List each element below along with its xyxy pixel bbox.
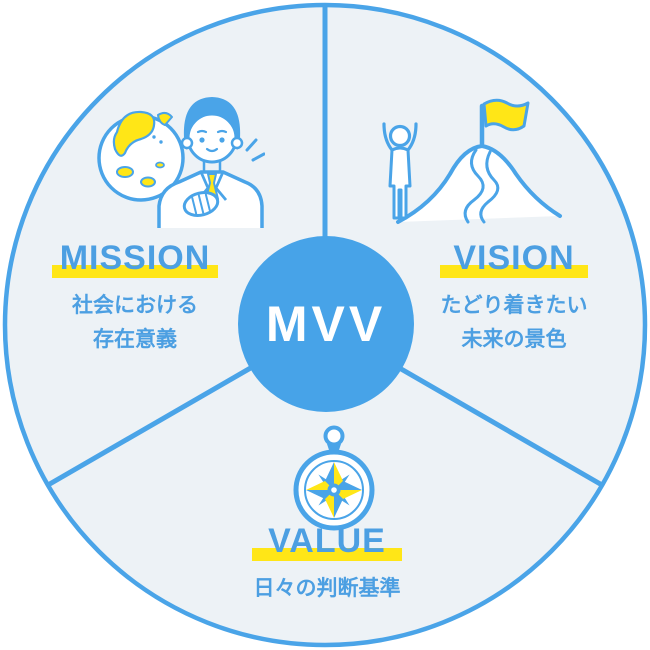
mvv-center-badge: MVV: [238, 236, 414, 412]
mission-title: MISSION: [59, 239, 211, 277]
sector-vision: VISION たどり着きたい 未来の景色: [414, 240, 614, 357]
value-description: 日々の判断基準: [253, 577, 401, 600]
mission-description: 社会における 存在意義: [72, 294, 198, 351]
value-highlight-bar: [252, 548, 402, 561]
vision-highlight-bar: [440, 265, 588, 278]
sector-mission: MISSION 社会における 存在意義: [35, 240, 235, 357]
mvv-label: MVV: [265, 296, 387, 352]
vision-description: たどり着きたい 未来の景色: [440, 294, 588, 351]
sector-value: VALUE 日々の判断基準: [227, 523, 427, 606]
value-title: VALUE: [268, 522, 386, 560]
globe-person-icon: [97, 97, 265, 228]
vision-title: VISION: [453, 239, 575, 277]
mountain-flag-icon: [382, 98, 562, 224]
mission-highlight-bar: [52, 265, 218, 278]
compass-icon: [293, 425, 375, 531]
